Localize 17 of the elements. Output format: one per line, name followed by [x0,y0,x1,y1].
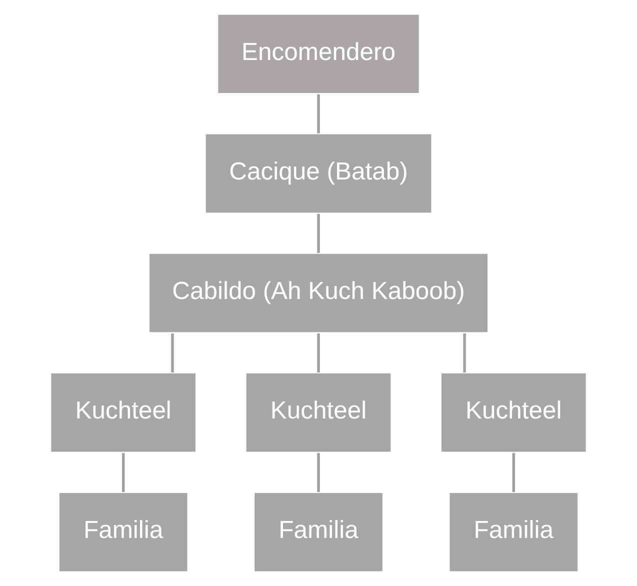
connector [317,453,320,492]
node-box: Kuchteel [244,372,392,454]
connector [463,333,466,373]
connector [171,333,174,373]
node-box: Familia [253,492,384,573]
connector [512,453,516,492]
connector [122,453,125,492]
node-box: Encomendero [216,13,420,94]
node-box: Cacique (Batab) [204,132,433,214]
node-box: Cabildo (Ah Kuch Kaboob) [148,252,489,334]
connector [317,214,320,253]
node-box: Familia [448,492,579,573]
node-box: Kuchteel [50,372,197,454]
node-box: Familia [58,492,189,573]
connector [317,333,320,373]
connector [317,94,320,134]
node-box: Kuchteel [440,372,588,454]
